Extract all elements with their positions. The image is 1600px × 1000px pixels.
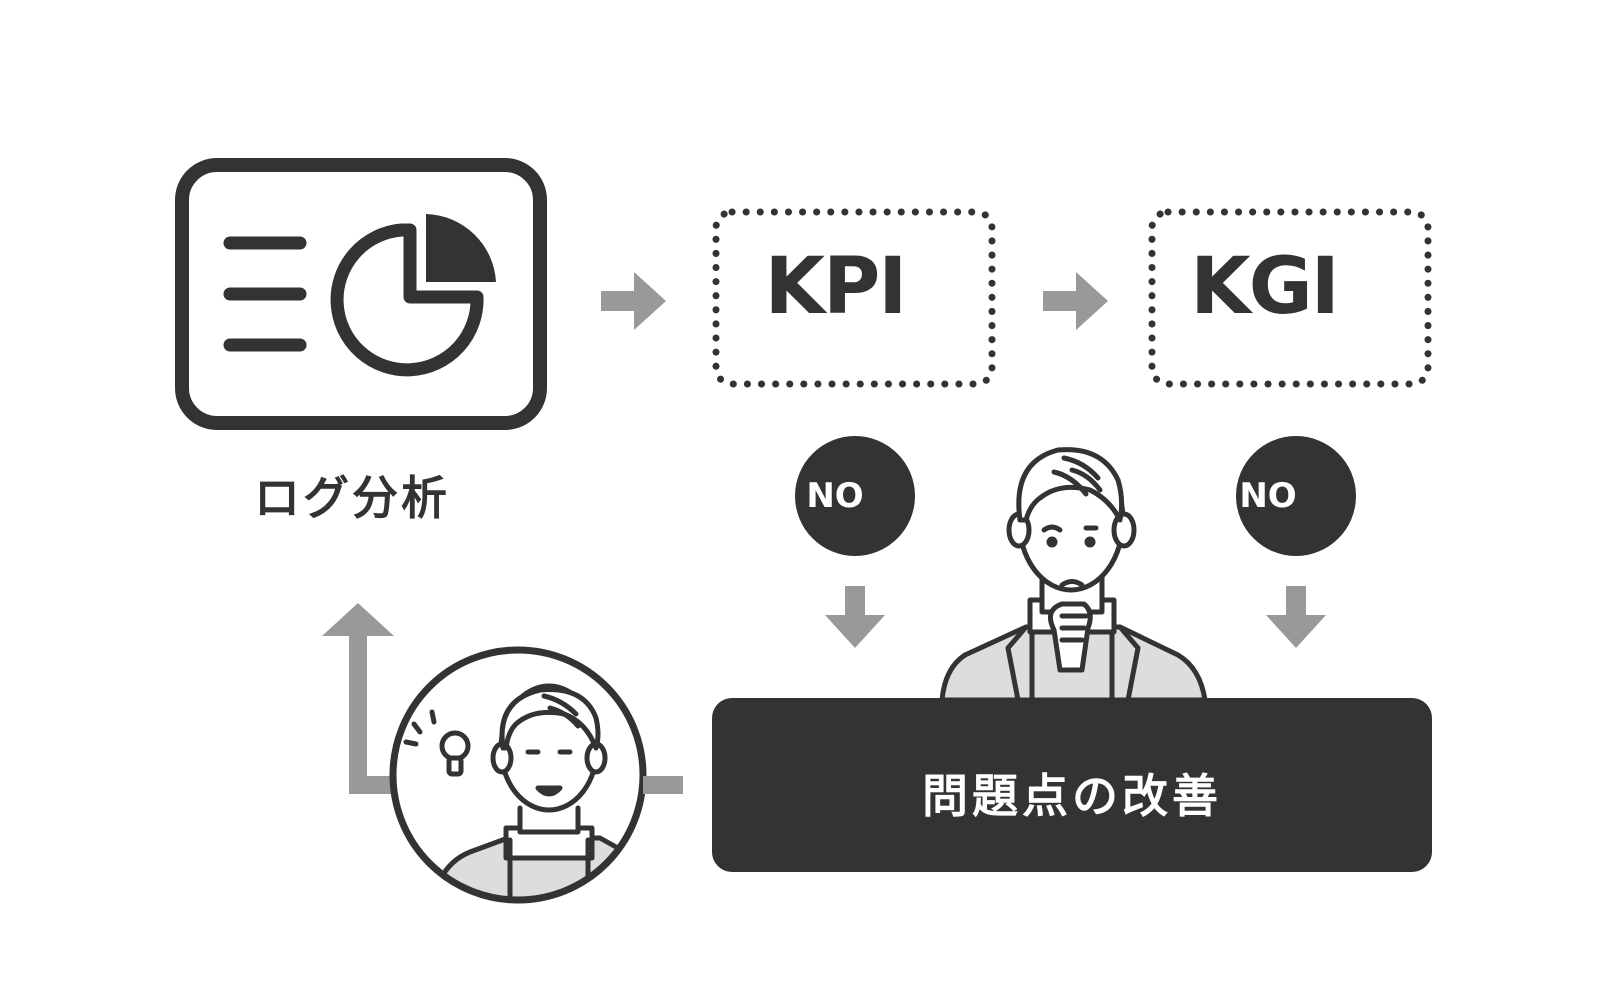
- kgi-box: [1148, 208, 1432, 388]
- idea-man-illustration: [389, 646, 647, 904]
- no-badge-kpi: [795, 436, 915, 556]
- kpi-box: [712, 208, 996, 388]
- worried-man-illustration: [939, 447, 1208, 703]
- no-badge-kpi-label: NO: [806, 476, 864, 516]
- connector-line: [643, 776, 683, 794]
- log-dashboard-icon: [175, 158, 547, 430]
- kpi-label: KPI: [764, 242, 908, 332]
- log-analysis-label: ログ分析: [254, 471, 450, 525]
- pie-chart-icon: [330, 214, 496, 377]
- lightbulb-icon: [403, 709, 471, 777]
- no-badge-kgi-label: NO: [1239, 476, 1297, 516]
- improvement-box: [712, 698, 1432, 872]
- arrow-log-to-kpi: [601, 272, 666, 330]
- improvement-label: 問題点の改善: [922, 769, 1222, 823]
- arrow-kpi-down: [825, 586, 885, 648]
- arrow-kpi-to-kgi: [1043, 272, 1108, 330]
- kgi-label: KGI: [1190, 242, 1340, 332]
- no-badge-kgi: [1236, 436, 1356, 556]
- arrow-kgi-down: [1266, 586, 1326, 648]
